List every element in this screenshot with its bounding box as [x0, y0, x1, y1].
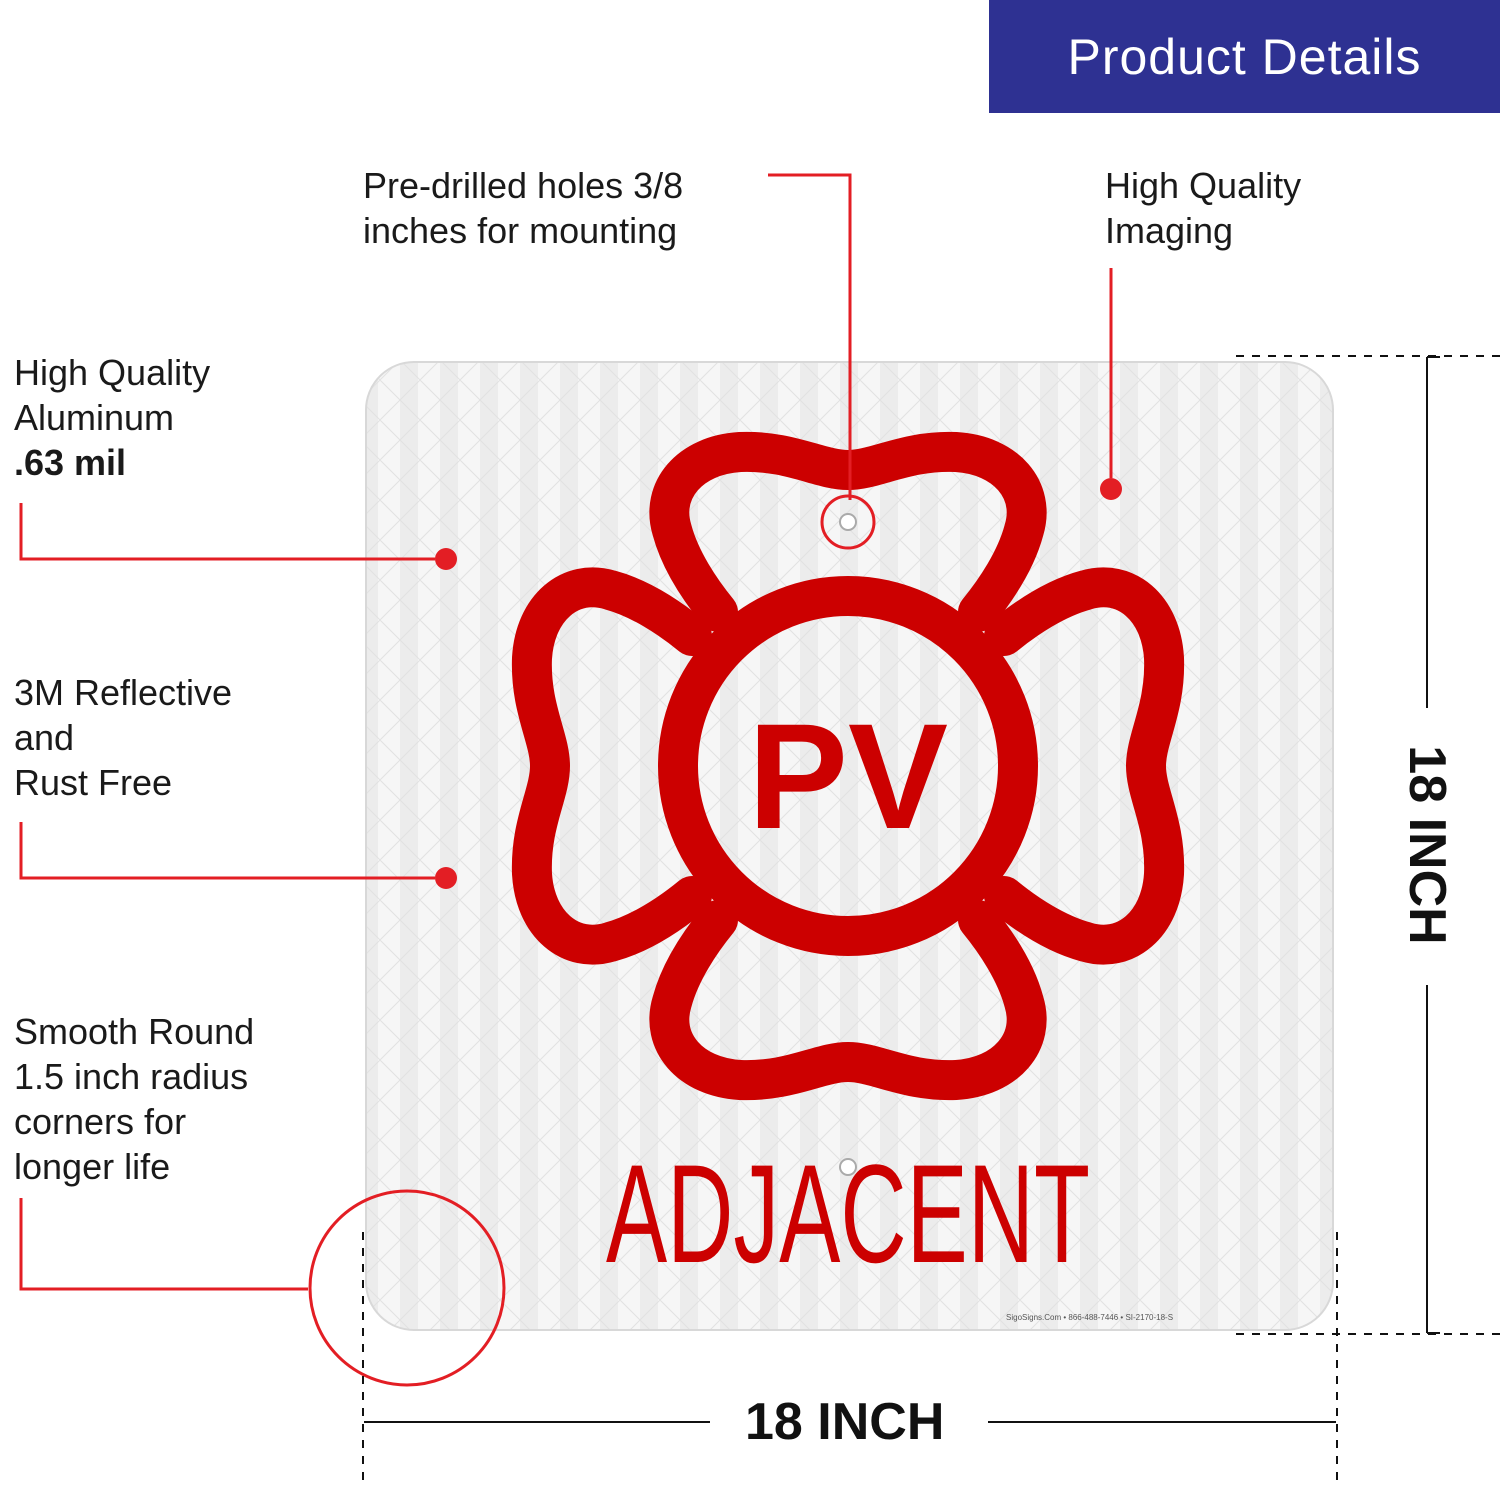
callout-reflective: 3M Reflective and Rust Free — [14, 670, 232, 805]
callout-mounting-holes: Pre-drilled holes 3/8 inches for mountin… — [363, 163, 683, 253]
maltese-cross-icon — [511, 431, 1185, 1101]
callout-dots — [435, 478, 1122, 889]
callout-leaders — [19, 173, 1113, 1387]
dimension-lines — [362, 355, 1500, 1482]
callout-line: Smooth Round — [14, 1011, 255, 1052]
sign-bottom-text: ADJACENT — [606, 1135, 1090, 1292]
callout-line: Rust Free — [14, 762, 173, 803]
emblem-text: PV — [748, 692, 948, 860]
width-dimension-label: 18 INCH — [745, 1393, 945, 1451]
callout-line: High Quality — [14, 352, 211, 393]
callout-line: Aluminum — [14, 397, 175, 438]
callout-line: and — [14, 717, 75, 758]
callout-thickness: .63 mil — [14, 442, 127, 483]
product-details-banner: Product Details — [989, 0, 1500, 113]
callout-corners: Smooth Round 1.5 inch radius corners for… — [14, 1009, 254, 1189]
callout-line: 3M Reflective — [14, 672, 233, 713]
callout-imaging: High Quality Imaging — [1105, 163, 1301, 253]
mounting-hole-top — [839, 513, 857, 531]
callout-line: inches for mounting — [363, 210, 678, 251]
sign-fine-print: SigoSigns.Com • 866-488-7446 • SI-2170-1… — [1006, 1313, 1174, 1322]
banner-title: Product Details — [1067, 28, 1422, 85]
height-dimension-label: 18 INCH — [1398, 745, 1456, 945]
callout-line: Pre-drilled holes 3/8 — [363, 165, 684, 206]
callout-line: 1.5 inch radius — [14, 1056, 249, 1097]
callout-line: High Quality — [1105, 165, 1302, 206]
callout-aluminum: High Quality Aluminum .63 mil — [14, 350, 210, 485]
mounting-hole-bottom — [839, 1158, 857, 1176]
callout-line: Imaging — [1105, 210, 1234, 251]
callout-line: corners for — [14, 1101, 187, 1142]
callout-line: longer life — [14, 1146, 171, 1187]
